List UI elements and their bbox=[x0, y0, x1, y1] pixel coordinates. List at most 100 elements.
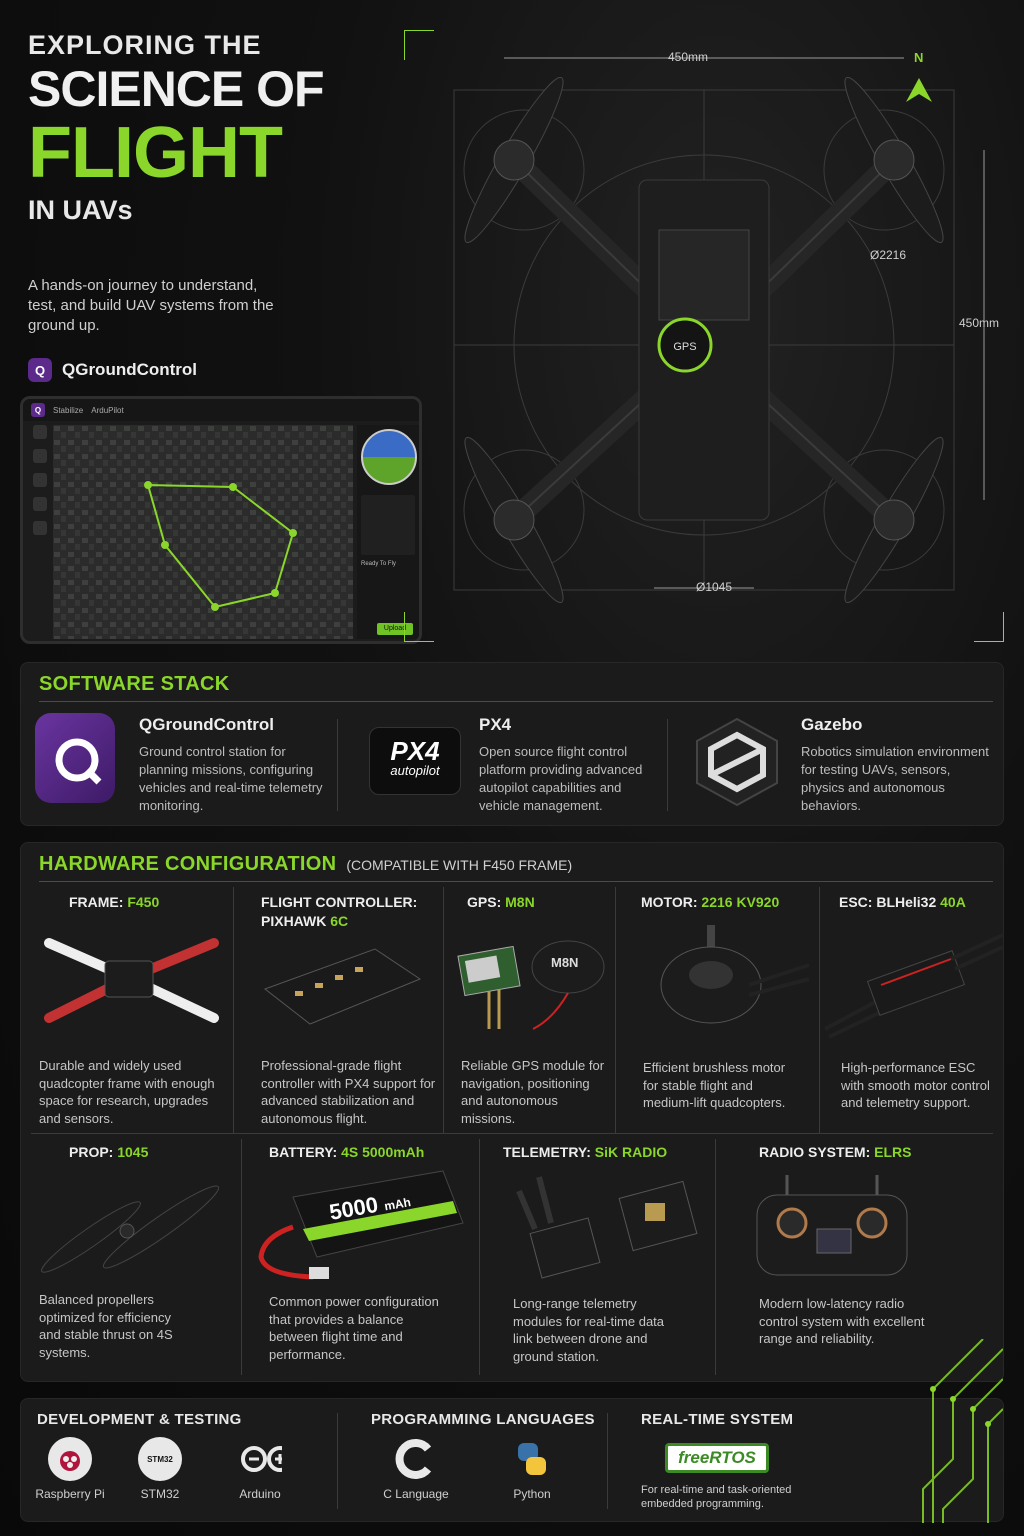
mission-status: Ready To Fly bbox=[361, 561, 396, 567]
arduino-icon bbox=[238, 1437, 282, 1481]
hw-radio-desc: Modern low-latency radio control system … bbox=[759, 1296, 925, 1346]
esc-icon bbox=[824, 933, 1004, 1039]
stm32-icon: STM32 bbox=[138, 1437, 182, 1481]
return-icon[interactable] bbox=[33, 473, 47, 487]
gps-module-icon bbox=[457, 940, 605, 1030]
hw-gps-label: GPS: bbox=[467, 894, 506, 910]
software-gazebo-desc: Robotics simulation environment for test… bbox=[801, 744, 989, 813]
software-px4-desc: Open source flight control platform prov… bbox=[479, 744, 643, 813]
software-qgc-name: QGroundControl bbox=[139, 715, 275, 734]
divider bbox=[233, 887, 234, 1133]
brushless-motor-icon bbox=[660, 925, 809, 1024]
attitude-indicator-icon bbox=[361, 429, 417, 485]
python-item: Python bbox=[487, 1437, 577, 1501]
raspberry-pi-item: Raspberry Pi bbox=[25, 1437, 115, 1501]
hw-prop-label: PROP: bbox=[69, 1144, 118, 1160]
pattern-icon[interactable] bbox=[33, 497, 47, 511]
hw-radio-value: ELRS bbox=[874, 1144, 912, 1160]
c-language-icon bbox=[394, 1437, 438, 1481]
hw-motor-title: MOTOR: 2216 KV920 bbox=[641, 893, 779, 912]
hw-esc-title: ESC: BLHeli32 40A bbox=[839, 893, 966, 912]
qgc-logo-icon: Q bbox=[28, 358, 52, 382]
qgc-brand: Q QGroundControl bbox=[28, 358, 197, 382]
instrument-panel: Ready To Fly bbox=[357, 425, 419, 639]
divider bbox=[615, 887, 616, 1133]
hw-radio-label: RADIO SYSTEM: bbox=[759, 1144, 875, 1160]
hw-battery-label: BATTERY: bbox=[269, 1144, 342, 1160]
frame-height-dimension: 450mm bbox=[959, 316, 1000, 330]
hw-prop-value: 1045 bbox=[117, 1144, 149, 1160]
hw-gps-title: GPS: M8N bbox=[467, 893, 535, 912]
c-language-item: C Language bbox=[371, 1437, 461, 1501]
stm32-label: STM32 bbox=[140, 1487, 180, 1501]
hw-fc-title: FLIGHT CONTROLLER: PIXHAWK 6C bbox=[261, 893, 431, 931]
tablet-firmware-label[interactable]: ArduPilot bbox=[91, 405, 124, 415]
hw-gps-value: M8N bbox=[505, 894, 535, 910]
px4-logo-icon: PX4 autopilot bbox=[369, 727, 461, 795]
divider bbox=[479, 1139, 480, 1375]
gps-puck-label: M8N bbox=[551, 955, 579, 970]
propeller-icon bbox=[41, 1185, 220, 1273]
hero-line-1: EXPLORING THE bbox=[28, 30, 262, 60]
hw-fc-desc: Professional-grade flight controller wit… bbox=[261, 1058, 436, 1126]
python-label: Python bbox=[513, 1487, 551, 1501]
freertos-logo: freeRTOS bbox=[665, 1443, 769, 1473]
hw-prop-desc: Balanced propellers optimized for effici… bbox=[39, 1292, 173, 1360]
qgc-logo-icon: Q bbox=[31, 403, 45, 417]
divider bbox=[607, 1413, 608, 1509]
freertos-desc: For real-time and task-oriented embedded… bbox=[641, 1484, 792, 1510]
hero-line-3: FLIGHT bbox=[28, 113, 283, 193]
hw-motor-desc: Efficient brushless motor for stable fli… bbox=[643, 1060, 786, 1110]
hw-battery-value: 4S 5000mAh bbox=[341, 1144, 425, 1160]
takeoff-icon[interactable] bbox=[33, 449, 47, 463]
divider bbox=[241, 1139, 242, 1375]
hero-title: EXPLORING THE SCIENCE OF FLIGHT IN UAVs bbox=[28, 30, 408, 226]
drone-blueprint: GPS 450mm 450mm Ø2216 Ø1045 N bbox=[403, 29, 1005, 643]
hw-frame-label: FRAME: bbox=[69, 894, 128, 910]
hardware-title: HARDWARE CONFIGURATION(COMPATIBLE WITH F… bbox=[39, 853, 572, 876]
hw-frame-title: FRAME: F450 bbox=[69, 893, 159, 912]
divider bbox=[443, 887, 444, 1133]
px4-logo-text: PX4 bbox=[390, 736, 440, 766]
telemetry-radio-icon bbox=[516, 1176, 698, 1279]
quadcopter-illustration: GPS bbox=[403, 29, 1005, 643]
hardware-config-panel: HARDWARE CONFIGURATION(COMPATIBLE WITH F… bbox=[20, 842, 1004, 1382]
sequence-icon[interactable] bbox=[33, 521, 47, 535]
tablet-toolbar: Q Stabilize ArduPilot bbox=[23, 399, 419, 421]
px4-logo-subtext: autopilot bbox=[390, 763, 440, 778]
hw-battery-title: BATTERY: 4S 5000mAh bbox=[269, 1143, 424, 1162]
dev-testing-title: DEVELOPMENT & TESTING bbox=[37, 1411, 242, 1428]
radio-transmitter-icon bbox=[756, 1175, 908, 1276]
hw-frame-desc: Durable and widely used quadcopter frame… bbox=[39, 1058, 215, 1126]
hw-telemetry-value: SiK RADIO bbox=[594, 1144, 668, 1160]
software-stack-title: SOFTWARE STACK bbox=[39, 673, 230, 695]
software-gazebo-name: Gazebo bbox=[801, 715, 863, 734]
footer-panel: DEVELOPMENT & TESTING Raspberry Pi STM32… bbox=[20, 1339, 1004, 1523]
battery-capacity-unit: mAh bbox=[383, 1194, 412, 1214]
hw-telemetry-title: TELEMETRY: SiK RADIO bbox=[503, 1143, 667, 1162]
hero-line-4: IN UAVs bbox=[28, 195, 133, 225]
prop-dimension: Ø1045 bbox=[696, 580, 733, 594]
hw-esc-desc: High-performance ESC with smooth motor c… bbox=[841, 1060, 990, 1110]
hw-telemetry-desc: Long-range telemetry modules for real-ti… bbox=[513, 1296, 665, 1364]
python-icon bbox=[510, 1437, 554, 1481]
arduino-item: Arduino bbox=[215, 1437, 305, 1501]
tablet-mode-label[interactable]: Stabilize bbox=[53, 405, 84, 415]
hw-telemetry-label: TELEMETRY: bbox=[503, 1144, 595, 1160]
qgroundcontrol-logo-icon bbox=[35, 713, 115, 803]
telemetry-values bbox=[361, 495, 415, 555]
software-stack-panel: SOFTWARE STACK QGroundControl Ground con… bbox=[20, 662, 1004, 826]
raspberry-pi-icon bbox=[48, 1437, 92, 1481]
plan-icon[interactable] bbox=[33, 425, 47, 439]
real-time-system-title: REAL-TIME SYSTEM bbox=[641, 1411, 794, 1428]
gps-label: GPS bbox=[673, 341, 696, 353]
section-divider bbox=[39, 701, 993, 702]
motor-dimension: Ø2216 bbox=[870, 248, 907, 262]
pixhawk-icon bbox=[263, 948, 422, 1025]
hero-tagline: A hands-on journey to understand, test, … bbox=[28, 277, 274, 334]
divider bbox=[715, 1139, 716, 1375]
hw-frame-value: F450 bbox=[127, 894, 160, 910]
divider bbox=[667, 719, 668, 811]
mission-map[interactable] bbox=[53, 425, 353, 639]
